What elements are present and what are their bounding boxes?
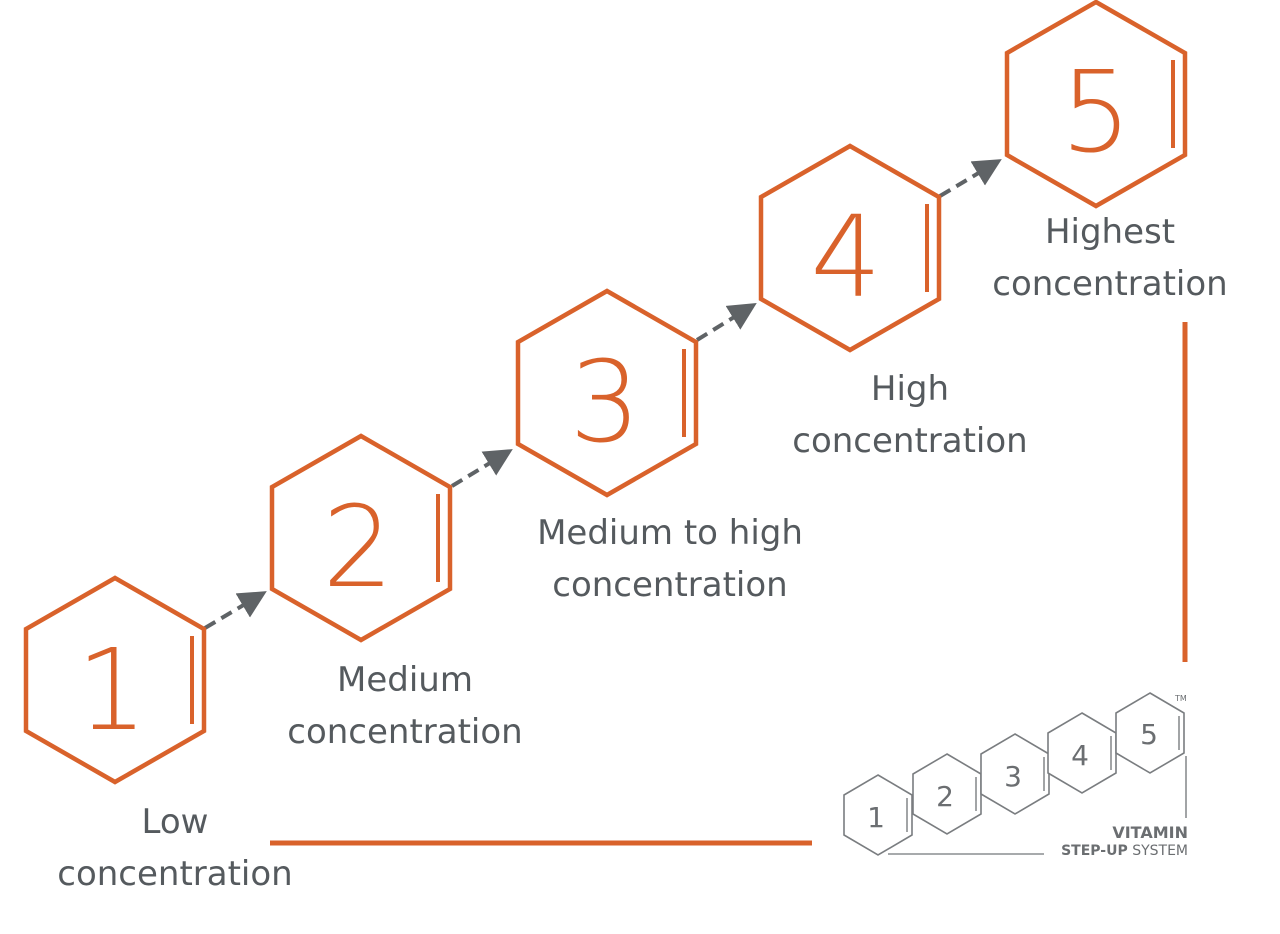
vitamin-step-up-logo: 1 2 3 4 5 TM bbox=[843, 692, 1188, 859]
step-label-1-line2: concentration bbox=[57, 854, 293, 894]
logo-hexagon-2: 2 bbox=[912, 753, 982, 835]
logo-hexagon-5: 5 bbox=[1115, 692, 1185, 774]
logo-number-3: 3 bbox=[1004, 760, 1022, 793]
logo-number-5: 5 bbox=[1140, 718, 1158, 751]
step-label-5-line1: Highest bbox=[1044, 212, 1176, 252]
step-label-5-line2: concentration bbox=[992, 264, 1228, 304]
logo-word-step-up-system: STEP-UP SYSTEM bbox=[1061, 843, 1188, 859]
logo-number-1: 1 bbox=[867, 801, 885, 834]
step-number-2: 2 bbox=[322, 483, 393, 613]
logo-word-step-up: STEP-UP bbox=[1061, 843, 1128, 859]
logo-hexagon-1: 1 bbox=[843, 774, 913, 856]
step-label-3-line2: concentration bbox=[552, 565, 788, 605]
logo-hexagon-4: 4 bbox=[1047, 712, 1117, 794]
arrow-1-to-2 bbox=[203, 591, 267, 630]
step-label-2-line1: Medium bbox=[337, 660, 473, 700]
step-label-2: Medium concentration bbox=[260, 654, 550, 758]
step-number-5: 5 bbox=[1060, 48, 1131, 178]
logo-number-2: 2 bbox=[936, 780, 954, 813]
step-hexagon-4: 4 bbox=[758, 143, 942, 353]
step-label-4-line2: concentration bbox=[792, 421, 1028, 461]
step-hexagon-2: 2 bbox=[269, 433, 453, 643]
step-number-3: 3 bbox=[569, 338, 640, 468]
step-label-1: Low concentration bbox=[30, 796, 320, 900]
step-arrows bbox=[203, 159, 1002, 630]
arrow-2-to-3 bbox=[450, 449, 513, 488]
step-label-4: High concentration bbox=[770, 363, 1050, 467]
step-label-5: Highest concentration bbox=[970, 206, 1250, 310]
logo-word-system: SYSTEM bbox=[1132, 843, 1188, 859]
step-label-3: Medium to high concentration bbox=[500, 507, 840, 611]
step-number-1: 1 bbox=[76, 626, 147, 756]
step-hexagon-3: 3 bbox=[515, 288, 699, 498]
logo-hexagon-3: 3 bbox=[980, 733, 1050, 815]
step-label-4-line1: High bbox=[870, 369, 950, 409]
logo-word-vitamin: VITAMIN bbox=[1112, 823, 1188, 842]
step-hexagon-5: 5 bbox=[1004, 0, 1188, 209]
arrow-3-to-4 bbox=[695, 303, 757, 342]
logo-number-4: 4 bbox=[1071, 739, 1089, 772]
logo-trademark: TM bbox=[1174, 694, 1187, 703]
step-hexagon-1: 1 bbox=[23, 575, 207, 785]
step-label-3-line1: Medium to high bbox=[537, 513, 803, 553]
step-number-4: 4 bbox=[810, 193, 881, 323]
step-label-2-line2: concentration bbox=[287, 712, 523, 752]
step-label-1-line1: Low bbox=[141, 802, 209, 842]
arrow-4-to-5 bbox=[938, 159, 1002, 198]
